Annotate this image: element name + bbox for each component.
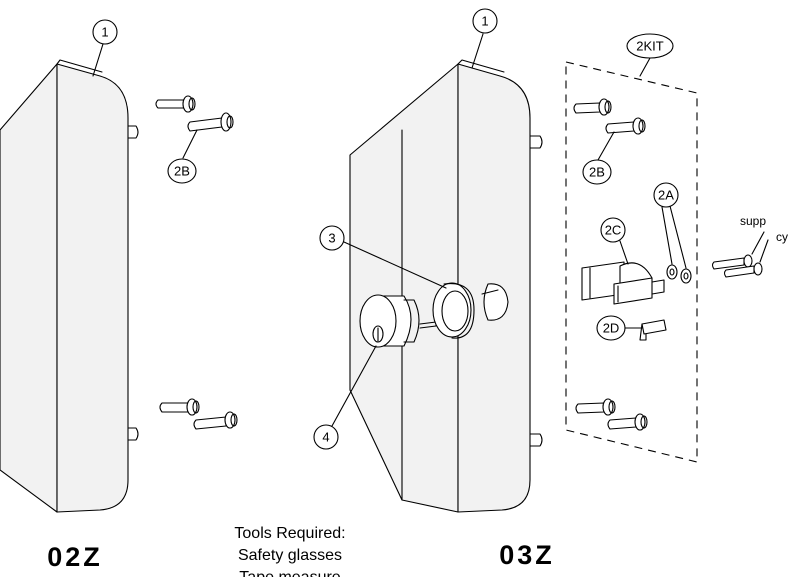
callout-1-right-text: 1	[481, 14, 488, 29]
model-label-02z: 02Z	[47, 542, 103, 572]
callout-4: 4	[313, 345, 377, 450]
side-note-line-1: supp	[740, 214, 766, 228]
callout-3-text: 3	[328, 231, 335, 246]
side-note-line-2: cy	[776, 230, 788, 244]
callout-4-text: 4	[322, 430, 329, 445]
cover-studs-03z	[529, 135, 543, 447]
callout-1-left-text: 1	[101, 25, 108, 40]
callout-2a: 2A	[653, 182, 687, 269]
cylinder-ring	[432, 282, 475, 339]
tools-heading: Tools Required:	[234, 525, 345, 542]
callout-1-right: 1	[471, 8, 498, 69]
callout-2b-left: 2B	[167, 129, 198, 184]
bolt-top-left-a	[155, 95, 196, 113]
cover-studs-02z	[127, 125, 139, 441]
callout-2kit-text: 2KIT	[636, 39, 664, 54]
callout-2d: 2D	[596, 315, 643, 341]
callout-2b-left-text: 2B	[174, 164, 190, 179]
model-label-03z: 03Z	[499, 540, 555, 570]
kit-bolt-top-b	[605, 117, 646, 135]
callout-2b-right-text: 2B	[589, 165, 605, 180]
callout-2c-text: 2C	[605, 223, 622, 238]
lock-cylinder	[359, 294, 437, 348]
key-part	[639, 319, 667, 341]
callout-3: 3	[319, 225, 447, 289]
callout-2b-right: 2B	[582, 131, 615, 185]
kit-bolt-bottom-b	[607, 413, 648, 431]
bolt-bottom-left-a	[159, 398, 200, 416]
tools-required: Tools Required: Safety glasses Tape meas…	[234, 525, 345, 577]
callout-2kit: 2KIT	[626, 33, 674, 77]
kit-bolt-top-a	[573, 98, 612, 116]
bolt-top-left-b	[187, 112, 234, 132]
callout-2d-text: 2D	[603, 321, 620, 336]
cam-assembly	[581, 261, 665, 305]
cover-03z	[349, 59, 531, 513]
cylinder-cap	[481, 283, 509, 321]
callout-2a-text: 2A	[658, 188, 674, 203]
supplied-screws	[711, 231, 769, 278]
callout-2c: 2C	[600, 217, 629, 265]
washer-pair	[666, 264, 692, 284]
kit-box	[565, 61, 698, 463]
cover-02z	[0, 59, 129, 513]
callout-1-left: 1	[92, 19, 118, 77]
kit-bolt-bottom-a	[575, 398, 616, 416]
tools-item-1: Tape measure	[239, 569, 340, 577]
bolt-bottom-left-b	[193, 411, 238, 430]
tools-item-0: Safety glasses	[238, 547, 342, 564]
